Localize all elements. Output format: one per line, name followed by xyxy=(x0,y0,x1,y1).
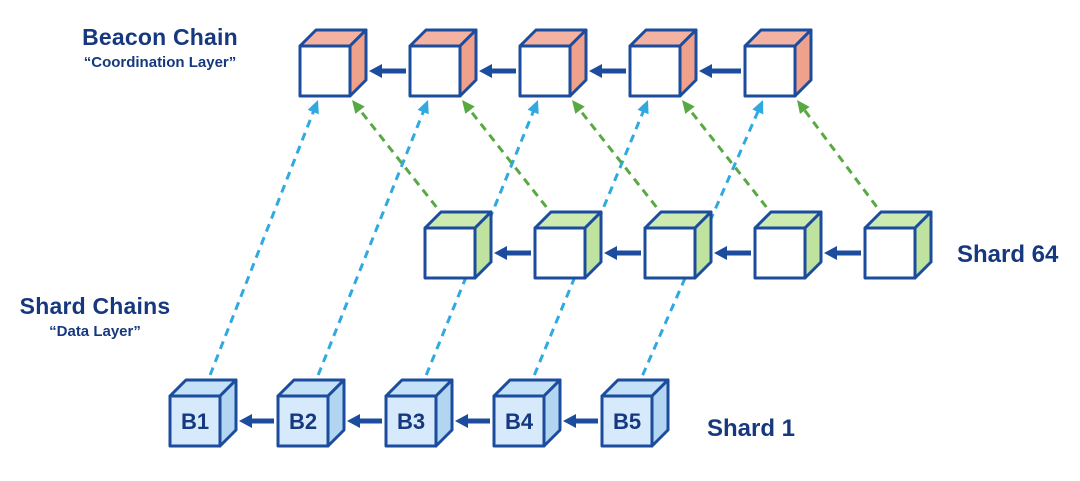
beacon-chain-block xyxy=(743,28,813,98)
beacon-chain-block xyxy=(408,28,478,98)
chain-arrowhead xyxy=(239,414,252,428)
chain-arrowhead xyxy=(563,414,576,428)
crosslink-arrow-line xyxy=(467,107,557,219)
cube-front-face xyxy=(276,394,330,448)
chain-arrowhead xyxy=(714,246,727,260)
cube-front-face xyxy=(863,226,917,280)
crosslink-arrow-line xyxy=(577,107,667,219)
shard-1-chain-block: B4 xyxy=(492,378,562,448)
shard-64-chain-block xyxy=(423,210,493,280)
chain-arrowhead xyxy=(494,246,507,260)
cube-front-face xyxy=(643,226,697,280)
shard-64-chain-block xyxy=(643,210,713,280)
cube-front-face xyxy=(753,226,807,280)
chain-arrowhead xyxy=(589,64,602,78)
shard-1-chain-block: B1 xyxy=(168,378,238,448)
beacon-chain-subtitle: “Coordination Layer” xyxy=(83,54,237,71)
chain-arrowhead xyxy=(455,414,468,428)
shard-64-chain-block xyxy=(533,210,603,280)
beacon-chain-label-block: Beacon Chain “Coordination Layer” xyxy=(55,24,265,71)
shard-1-chain-block: B3 xyxy=(384,378,454,448)
shard-64-chain-block xyxy=(753,210,823,280)
shard-1-chain-block: B2 xyxy=(276,378,346,448)
block-label: B3 xyxy=(397,409,425,434)
block-label: B1 xyxy=(181,409,209,434)
block-label: B5 xyxy=(613,409,641,434)
crosslink-arrowhead xyxy=(682,100,695,114)
crosslink-arrow-line xyxy=(687,107,777,219)
cube-front-face xyxy=(423,226,477,280)
crosslink-arrowhead xyxy=(572,100,585,114)
cube-front-face xyxy=(492,394,546,448)
crosslink-arrowhead xyxy=(752,100,764,115)
crosslink-arrowhead xyxy=(797,100,810,115)
crosslink-arrow-line xyxy=(802,107,887,219)
shard-chains-title: Shard Chains xyxy=(19,293,171,319)
crosslink-arrow-line xyxy=(635,109,760,389)
cube-front-face xyxy=(533,226,587,280)
chain-arrowhead xyxy=(699,64,712,78)
beacon-chain-block xyxy=(628,28,698,98)
cube-front-face xyxy=(408,44,462,98)
shard-1-chain-label: Shard 1 xyxy=(707,415,795,442)
beacon-chain-title: Beacon Chain xyxy=(82,24,238,50)
crosslink-arrow-line xyxy=(203,109,316,389)
chain-arrowhead xyxy=(604,246,617,260)
chain-arrowhead xyxy=(369,64,382,78)
crosslink-arrowhead xyxy=(527,100,539,115)
shard-chains-label-block: Shard Chains “Data Layer” xyxy=(2,293,188,340)
crosslink-arrowhead xyxy=(637,100,649,115)
chain-arrowhead xyxy=(824,246,837,260)
crosslink-arrowhead xyxy=(417,100,429,115)
block-label: B4 xyxy=(505,409,534,434)
chain-arrowhead xyxy=(479,64,492,78)
crosslink-arrowhead xyxy=(462,100,475,114)
shard-64-chain-block xyxy=(863,210,933,280)
cube-front-face xyxy=(518,44,572,98)
cube-front-face xyxy=(298,44,352,98)
shard-64-chain-label: Shard 64 xyxy=(957,241,1059,268)
crosslink-arrow-line xyxy=(419,109,536,389)
crosslink-arrowhead xyxy=(307,100,319,115)
crosslink-arrow-line xyxy=(357,107,447,219)
cube-front-face xyxy=(168,394,222,448)
crosslink-arrow-line xyxy=(311,109,426,389)
cube-front-face xyxy=(743,44,797,98)
crosslink-arrowhead xyxy=(352,100,365,114)
block-label: B2 xyxy=(289,409,317,434)
cube-front-face xyxy=(600,394,654,448)
shard-1-chain-block: B5 xyxy=(600,378,670,448)
shard-chains-subtitle: “Data Layer” xyxy=(49,323,141,340)
cube-front-face xyxy=(628,44,682,98)
beacon-chain-block xyxy=(518,28,588,98)
cube-front-face xyxy=(384,394,438,448)
chain-arrowhead xyxy=(347,414,360,428)
beacon-chain-block xyxy=(298,28,368,98)
